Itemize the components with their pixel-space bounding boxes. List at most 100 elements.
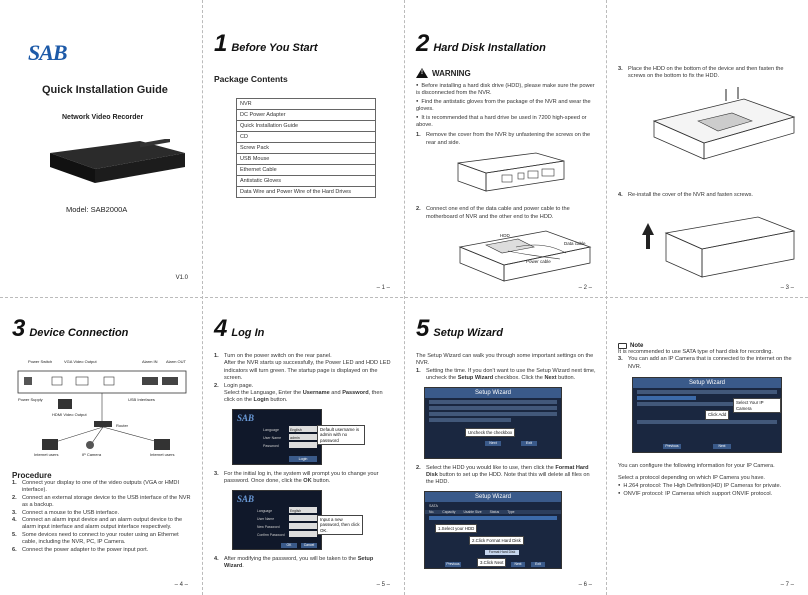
warning-item: Find the antistatic gloves from the pack…	[416, 98, 596, 114]
table-row: USB Mouse	[236, 153, 376, 165]
table-row: Ethernet Cable	[236, 164, 376, 176]
guide-subtitle: Network Video Recorder	[62, 114, 144, 121]
wizard-title: Setup Wizard	[633, 378, 781, 389]
step-item: 4.Re-install the cover of the NVR and fa…	[618, 191, 753, 198]
cancel-button[interactable]: Cancel	[301, 542, 317, 548]
username-input[interactable]	[289, 514, 317, 521]
password-input[interactable]	[289, 441, 317, 448]
next-callout: 3.Click Next	[477, 557, 507, 568]
ok-button[interactable]: OK	[281, 542, 297, 548]
step-item: 4.Connect an alarm input device and an a…	[12, 517, 183, 531]
guide-title: Quick Installation Guide	[42, 84, 168, 96]
internet-users-label: Internet users	[34, 452, 59, 457]
hdd-table-header: No. Capacity Usable Size Status Type	[425, 509, 561, 514]
step-item: 5.Some devices need to connect to your r…	[12, 531, 179, 546]
username-input[interactable]: admin	[289, 433, 317, 440]
previous-button[interactable]: Previous	[663, 444, 681, 450]
data-cable-label: Data cable	[564, 241, 586, 247]
login-panel: 4 Log In 1.Turn on the power switch on t…	[202, 297, 404, 594]
sata-label: SATA	[429, 503, 438, 508]
new-password-input[interactable]	[289, 522, 317, 529]
note-heading: Note	[618, 343, 798, 349]
page-number: – 2 –	[578, 285, 592, 291]
protocol-item: H.264 protocol: The High Definition(HD) …	[618, 482, 798, 490]
nvr-rear-image	[456, 151, 596, 202]
internet-users-label: Internet users	[150, 452, 175, 457]
exit-button[interactable]: Exit	[531, 561, 545, 567]
device-connection-panel: 3 Device Connection Power Switch VGA Vid…	[0, 297, 202, 594]
step-item: 1.Setting the time. If you don't want to…	[416, 367, 596, 382]
protocol-text: Select a protocol depending on which IP …	[618, 474, 765, 481]
step-item: 2.Connect one end of the data cable and …	[416, 206, 570, 220]
wizard-ipcam-screen: Setup Wizard Select Your IP Camera Click…	[632, 377, 782, 454]
procedure-heading: Procedure	[12, 471, 52, 480]
format-hdd-button[interactable]: Format Hard Disk	[485, 549, 519, 555]
package-contents-table: NVR DC Power Adapter Quick Installation …	[236, 98, 376, 198]
version-label: V1.0	[175, 275, 188, 281]
exit-button[interactable]: Exit	[521, 440, 537, 446]
password-label: Password	[263, 443, 279, 448]
select-camera-callout: Select Your IP Camera	[733, 398, 781, 414]
section-title: 3 Device Connection	[12, 315, 129, 342]
hdd-cable-image: HDD Data cable Power cable	[456, 225, 596, 285]
table-row: Antistatic Gloves	[236, 175, 376, 187]
login-button[interactable]: Login	[289, 455, 317, 462]
new-password-label: New Password	[257, 524, 280, 529]
step-item: 3.Connect a mouse to the USB interface.	[12, 509, 120, 516]
change-password-screen: SAB Language User Name New Password Conf…	[232, 489, 322, 550]
previous-button[interactable]: Previous	[445, 561, 461, 567]
intro-text: The Setup Wizard can walk you through so…	[416, 353, 594, 367]
next-button[interactable]: Next	[713, 444, 731, 450]
section-title: 2 Hard Disk Installation	[416, 30, 546, 57]
section-title: 1 Before You Start	[214, 30, 318, 57]
confirm-password-input[interactable]	[289, 530, 317, 537]
login-logo: SAB	[237, 412, 255, 423]
book-icon	[618, 343, 627, 349]
ip-camera-panel: Note It is recommended to use SATA type …	[606, 297, 808, 594]
hdd-row[interactable]	[429, 515, 557, 520]
protocol-item: ONVIF protocol: IP Cameras which support…	[618, 490, 798, 498]
step-item: 1.Connect your display to one of the vid…	[12, 480, 180, 494]
step-detail: Select the Language, Enter the Username …	[224, 390, 383, 404]
add-callout: Click Add	[705, 410, 730, 420]
next-button[interactable]: Next	[511, 561, 525, 567]
step-item: 1.Remove the cover from the NVR by unfas…	[416, 132, 591, 146]
step-detail: After the NVR starts up successfully, th…	[224, 360, 391, 382]
note-text: It is recommended to use SATA type of ha…	[618, 349, 773, 355]
warning-item: Before installing a hard disk drive (HDD…	[416, 82, 596, 98]
wizard-time-screen: Setup Wizard Uncheck the checkbox Next E…	[424, 386, 562, 459]
info-text: You can configure the following informat…	[618, 463, 775, 470]
language-select[interactable]: English	[289, 425, 317, 432]
hdd-bottom-image	[648, 86, 798, 172]
ip-camera-label: IP Camera	[82, 452, 102, 457]
login-logo: SAB	[237, 493, 255, 504]
vga-label: VGA Video Output	[64, 359, 97, 364]
cover-reinstall-image	[638, 205, 798, 286]
language-label: Language	[263, 427, 279, 432]
package-contents-heading: Package Contents	[214, 74, 288, 84]
step-item: 6.Connect the power adapter to the power…	[12, 546, 149, 553]
camera-row[interactable]	[637, 396, 697, 401]
hdd-label: HDD	[500, 233, 510, 239]
setup-wizard-panel: 5 Setup Wizard The Setup Wizard can walk…	[404, 297, 606, 594]
username-label: User Name	[257, 516, 275, 521]
power-switch-label: Power Switch	[28, 359, 53, 364]
nvr-device-image	[40, 138, 190, 191]
brand-logo: SAB	[28, 40, 68, 65]
cover-panel: SAB Quick Installation Guide Network Vid…	[0, 0, 202, 297]
next-button[interactable]: Next	[485, 440, 501, 446]
hdd-install-cont-panel: 3.Place the HDD on the bottom of the dev…	[606, 0, 808, 297]
connection-diagram: Power Switch VGA Video Output Alarm IN A…	[12, 351, 192, 461]
page-number: – 4 –	[174, 582, 188, 588]
alarm-in-label: Alarm IN	[142, 359, 158, 364]
step-item: 4.After modifying the password, you will…	[214, 555, 374, 570]
router-label: Router	[116, 423, 129, 428]
table-row: CD	[236, 131, 376, 143]
power-supply-label: Power Supply	[18, 397, 43, 402]
language-select[interactable]: English	[289, 506, 317, 513]
language-label: Language	[257, 508, 273, 513]
table-row: Data Wire and Power Wire of the Hard Dri…	[236, 186, 376, 198]
format-callout: 2.Click Format Hard Disk	[469, 535, 524, 546]
page-number: – 1 –	[376, 285, 390, 291]
wizard-hdd-screen: Setup Wizard SATA No. Capacity Usable Si…	[424, 490, 562, 569]
